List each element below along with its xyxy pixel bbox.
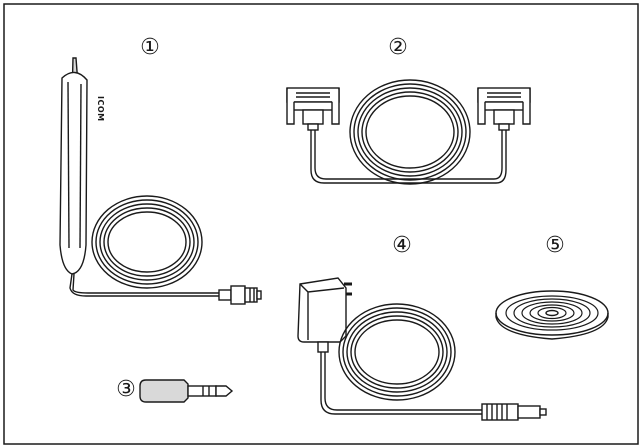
antenna-body-edge-2 bbox=[79, 83, 82, 249]
antenna-body-edge bbox=[67, 81, 70, 249]
dc-plug bbox=[481, 403, 547, 421]
db-connector-left bbox=[286, 87, 340, 131]
adapter-housing-edge bbox=[299, 283, 345, 340]
adapter-body bbox=[139, 379, 189, 403]
antenna-cable-run bbox=[69, 273, 220, 297]
antenna-body bbox=[59, 71, 88, 275]
serial-cable-coil bbox=[349, 79, 471, 185]
cd-hole bbox=[545, 309, 559, 317]
ac-adapter bbox=[297, 277, 547, 421]
dc-cable-run bbox=[320, 352, 482, 415]
adapter-sleeve bbox=[187, 385, 217, 397]
antenna-cable-run-2 bbox=[72, 273, 220, 294]
adapter-tip bbox=[215, 385, 234, 397]
antenna-brand-label: ICOM bbox=[96, 96, 105, 122]
cord-strain-relief bbox=[317, 341, 329, 353]
item-marker-2: ② bbox=[388, 35, 408, 60]
dc-cable-coil bbox=[338, 303, 456, 401]
item-marker-1: ① bbox=[140, 35, 160, 60]
item-marker-5: ⑤ bbox=[545, 233, 565, 258]
item-marker-4: ④ bbox=[392, 233, 412, 258]
serial-cable-run bbox=[310, 130, 507, 184]
dc-cable-run-2 bbox=[324, 352, 482, 411]
cd-edge bbox=[495, 313, 609, 340]
cd-disc bbox=[495, 290, 609, 340]
plug-adapter bbox=[139, 379, 234, 403]
adapter-housing bbox=[297, 277, 347, 343]
antenna-cable-coil bbox=[91, 195, 203, 289]
antenna-with-cable bbox=[59, 57, 262, 305]
serial-cable bbox=[286, 79, 531, 185]
item-marker-3: ③ bbox=[116, 377, 136, 402]
db-connector-right bbox=[477, 87, 531, 131]
figure-frame bbox=[3, 3, 639, 445]
bnc-connector bbox=[218, 285, 262, 305]
serial-cable-run-2 bbox=[314, 130, 503, 180]
